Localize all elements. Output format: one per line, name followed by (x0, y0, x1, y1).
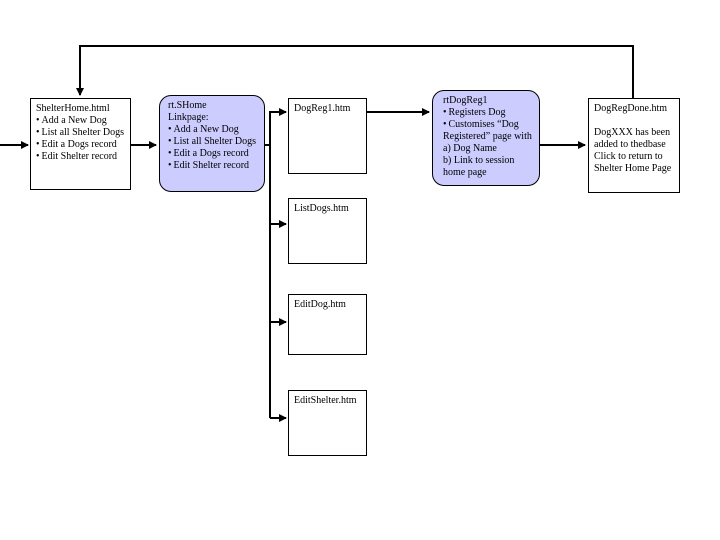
rt-shome-process: rt.SHome Linkpage: Add a New Dog List al… (159, 95, 265, 192)
list-item: Edit a Dogs record (168, 148, 259, 160)
list-item: Edit Shelter record (168, 160, 259, 172)
shelter-home-links: Add a New Dog List all Shelter Dogs Edit… (36, 115, 125, 163)
rt-dog-reg1-process: rtDogReg1 Registers Dog Customises “Dog … (432, 90, 540, 186)
rt-shome-subtitle: Linkpage: (168, 112, 209, 123)
dog-reg-done-page: DogRegDone.htm DogXXX has been added to … (588, 98, 680, 193)
rt-dog-reg1-sub-b: b) Link to session home page (443, 155, 515, 178)
dog-reg-done-line: Shelter Home Page (594, 163, 672, 174)
list-dogs-page: ListDogs.htm (288, 198, 367, 264)
list-item: Registers Dog (443, 107, 533, 119)
list-dogs-title: ListDogs.htm (294, 203, 349, 214)
edit-dog-title: EditDog.htm (294, 299, 346, 310)
edit-shelter-page: EditShelter.htm (288, 390, 367, 456)
list-item: Edit a Dogs record (36, 139, 125, 151)
shelter-home-page: ShelterHome.html Add a New Dog List all … (30, 98, 131, 190)
arrow-rtshome-to-dogreg1 (265, 108, 287, 146)
list-item: Customises “Dog Registered” page with (443, 119, 533, 143)
dog-reg-done-line: DogXXX has been (594, 127, 671, 138)
dog-reg-done-line: Click to return to (594, 151, 663, 162)
rt-dog-reg1-steps: Registers Dog Customises “Dog Registered… (443, 107, 533, 143)
list-item: List all Shelter Dogs (168, 136, 259, 148)
dog-reg1-page: DogReg1.htm (288, 98, 367, 174)
arrow-return-to-home (76, 45, 634, 98)
rt-dog-reg1-title: rtDogReg1 (443, 95, 488, 106)
list-item: List all Shelter Dogs (36, 127, 125, 139)
shelter-home-title: ShelterHome.html (36, 103, 110, 114)
edit-dog-page: EditDog.htm (288, 294, 367, 355)
dog-reg-done-message: DogXXX has been added to thedbase Click … (594, 127, 674, 175)
rt-shome-title: rt.SHome (168, 100, 207, 111)
list-item: Edit Shelter record (36, 151, 125, 163)
dog-reg1-title: DogReg1.htm (294, 103, 351, 114)
rt-shome-links: Add a New Dog List all Shelter Dogs Edit… (168, 124, 259, 172)
list-item: Add a New Dog (168, 124, 259, 136)
rt-dog-reg1-sub-a: a) Dog Name (443, 143, 497, 154)
dog-reg-done-line: added to thedbase (594, 139, 666, 150)
dog-reg-done-title: DogRegDone.htm (594, 103, 668, 114)
list-item: Add a New Dog (36, 115, 125, 127)
edit-shelter-title: EditShelter.htm (294, 395, 357, 406)
